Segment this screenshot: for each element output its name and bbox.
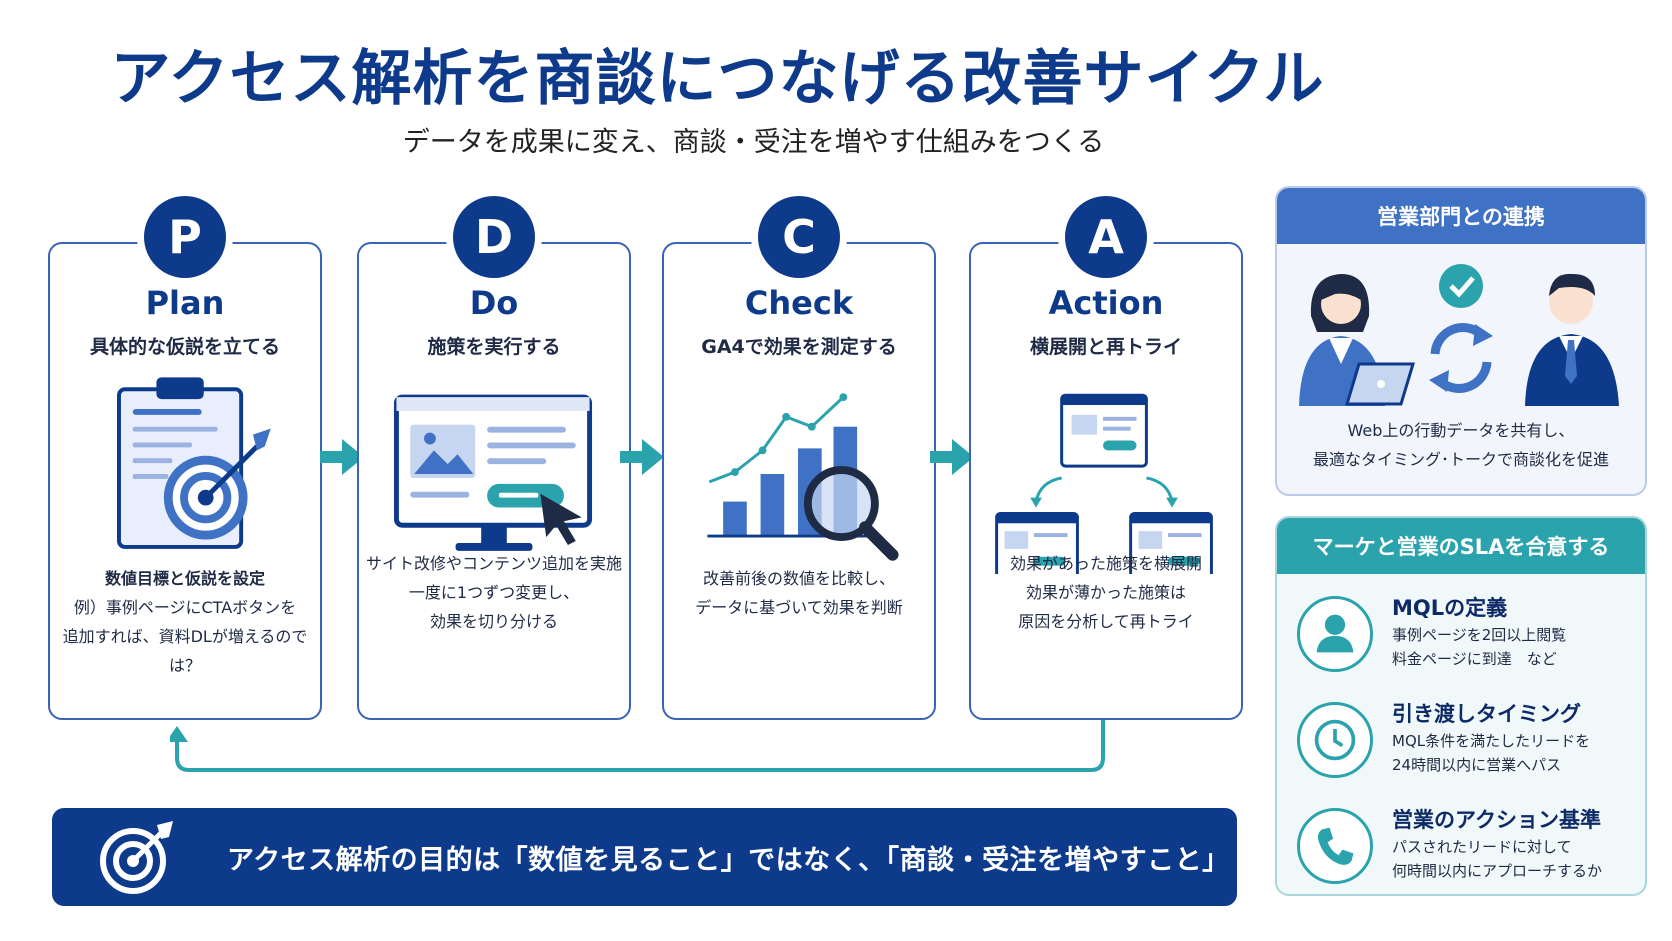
sla-item-mql: MQLの定義 事例ページを2回以上閲覧 料金ページに到達 など [1297,590,1637,686]
desc-line: 追加すれば、資料DLが増えるのでは？ [62,627,308,675]
desc-line: 効果を切り分ける [429,612,558,631]
sla-title: MQLの定義 [1392,596,1508,620]
marketer-sales-sync-illustration [1299,264,1619,406]
arrow-right-icon [930,439,974,475]
clipboard-target-icon [117,377,271,549]
sla-title: 営業のアクション基準 [1392,808,1601,832]
rollout-pages-icon [995,393,1213,574]
desc-line: 一度に1つずつ変更し、 [408,583,580,602]
badge-plan: P [144,196,226,278]
card-desc-check: 改善前後の数値を比較し、 データに基づいて効果を判断 [664,564,934,622]
monitor-click-icon [393,394,593,551]
cycle-card-action: A Action 横展開と再トライ 効果があった施策を横展開 効果が薄かった施策… [969,196,1243,720]
loop-back-arrow-icon [170,720,1105,772]
panel-title: マーケと営業のSLAを合意する [1277,518,1645,574]
desc-line: 改善前後の数値を比較し、 [702,569,895,588]
panel-title: 営業部門との連携 [1277,188,1645,244]
card-subtitle-do: 施策を実行する [427,336,561,358]
user-icon [1297,596,1373,672]
desc-line: データに基づいて効果を判断 [695,598,903,617]
desc-line: 効果が薄かった施策は [1025,583,1186,602]
sla-line: 料金ページに到達 など [1392,650,1557,668]
desc-line: 最適なタイミング･トークで商談化を促進 [1312,450,1609,469]
clock-icon [1297,702,1373,778]
card-subtitle-check: GA4で効果を測定する [701,336,897,358]
card-desc-do: サイト改修やコンテンツ追加を実施 一度に1つずつ変更し、 効果を切り分ける [359,549,629,636]
sla-line: 24時間以内に営業へパス [1392,756,1562,774]
desc-line: Web上の行動データを共有し、 [1347,421,1575,440]
sla-line: 事例ページを2回以上閲覧 [1392,626,1567,644]
card-title-do: Do [469,284,519,322]
card-title-action: Action [1048,284,1164,322]
badge-action: A [1065,196,1147,278]
purpose-banner: アクセス解析の目的は「数値を見ること」ではなく、「商談・受注を増やすこと」 [52,808,1237,906]
page-subtitle: データを成果に変え、商談・受注を増やす仕組みをつくる [0,120,1672,159]
desc-line: 原因を分析して再トライ [1018,612,1194,631]
cycle-card-plan: P Plan 具体的な仮説を立てる 数値目標と仮説を設定 例）事例ページにCTA… [48,196,322,720]
target-icon [100,821,173,894]
badge-do: D [453,196,535,278]
sla-title: 引き渡しタイミング [1392,702,1581,726]
card-desc-action: 効果があった施策を横展開 効果が薄かった施策は 原因を分析して再トライ [971,549,1241,636]
card-desc-plan: 数値目標と仮説を設定 例）事例ページにCTAボタンを 追加すれば、資料DLが増え… [50,564,320,680]
desc-line: 数値目標と仮説を設定 [104,569,265,588]
sla-line: MQL条件を満たしたリードを [1392,732,1591,750]
desc-line: サイト改修やコンテンツ追加を実施 [365,554,622,573]
card-title-check: Check [744,284,854,322]
card-subtitle-plan: 具体的な仮説を立てる [89,336,280,358]
sla-item-action-standard: 営業のアクション基準 パスされたリードに対して 何時間以内にアプローチするか [1297,802,1637,894]
card-title-plan: Plan [145,284,225,322]
cycle-card-check: C Check GA4で効果を測定する 改善前後の数値を比較し、 データに基づい… [662,196,936,720]
phone-icon [1297,808,1373,884]
badge-check: C [758,196,840,278]
desc-line: 例）事例ページにCTAボタンを [73,598,297,617]
sla-line: 何時間以内にアプローチするか [1392,862,1603,880]
arrow-right-icon [320,439,364,475]
sla-panel: マーケと営業のSLAを合意する MQLの定義 事例ページを2回以上閲覧 料金ペー… [1275,516,1647,896]
chart-magnifier-icon [707,393,899,561]
sla-line: パスされたリードに対して [1392,838,1572,856]
desc-line: 効果があった施策を横展開 [1009,554,1202,573]
page-title: アクセス解析を商談につなげる改善サイクル [110,44,1325,114]
cycle-card-do: D Do 施策を実行する サイト改修やコンテンツ追加を実施 一度に1つずつ変更し… [357,196,631,720]
subtitle-text: データを成果に変え、商談・受注を増やす仕組みをつくる [402,127,1105,158]
arrow-right-icon [620,439,664,475]
card-subtitle-action: 横展開と再トライ [1029,336,1182,358]
sla-item-handoff: 引き渡しタイミング MQL条件を満たしたリードを 24時間以内に営業へパス [1297,696,1637,792]
panel-description: Web上の行動データを共有し、 最適なタイミング･トークで商談化を促進 [1277,416,1645,474]
sales-collaboration-panel: 営業部門との連携 Web上の行動データを共有し、 最適なタイミング･トークで商談… [1275,186,1647,496]
banner-text: アクセス解析の目的は「数値を見ること」ではなく、「商談・受注を増やすこと」 [227,844,1230,876]
